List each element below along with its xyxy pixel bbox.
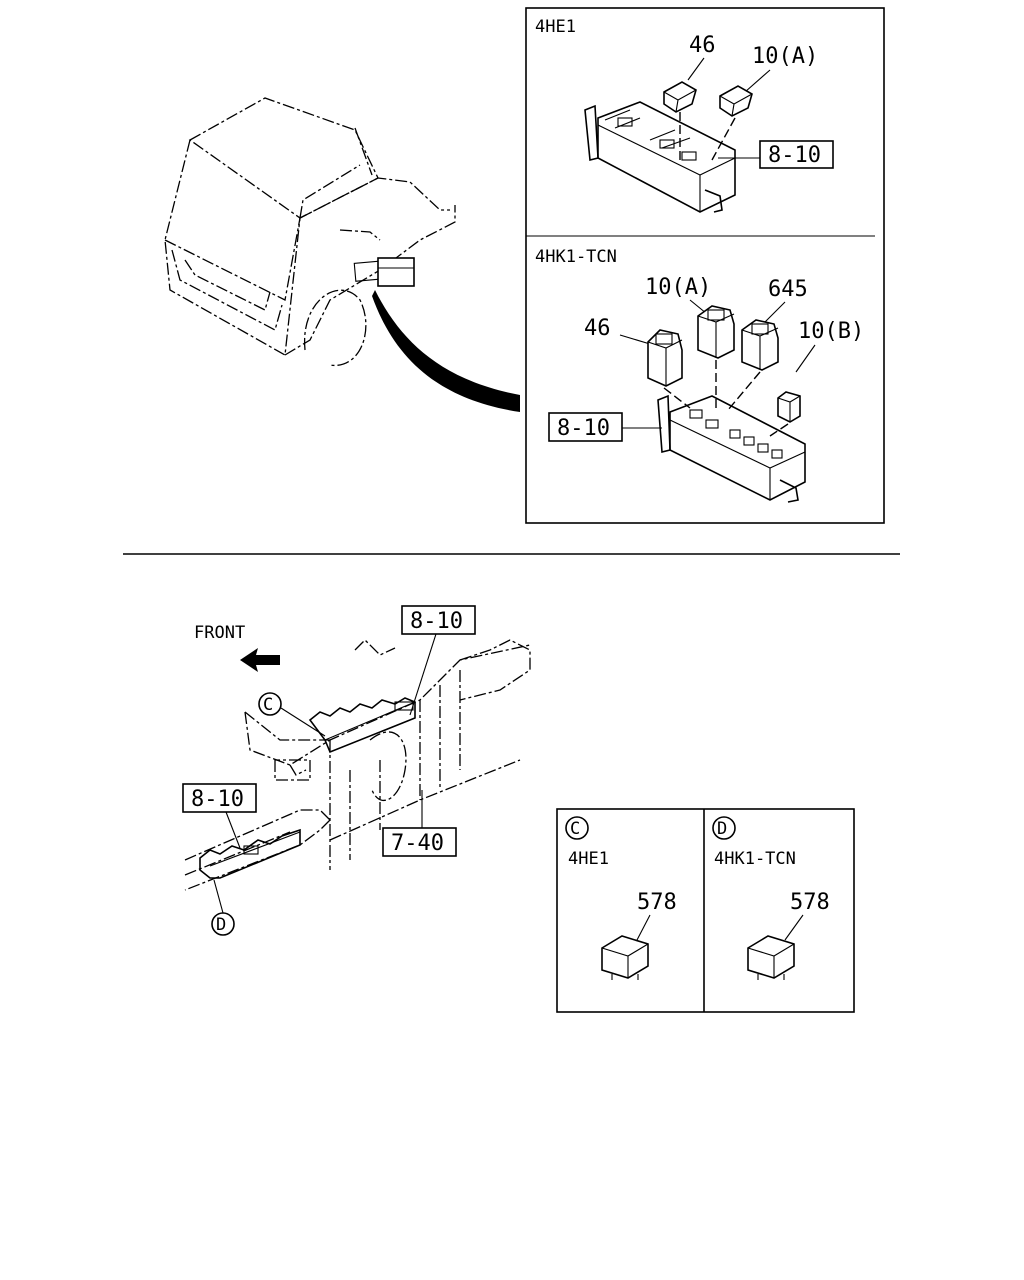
detail-marker-d-circle	[712, 816, 736, 840]
detail-marker-c: C	[570, 819, 580, 839]
part-label-645: 645	[768, 277, 808, 302]
ref-label-8-10-left: 8-10	[191, 787, 244, 812]
relay-bank-d	[199, 828, 301, 879]
relay-icon	[697, 305, 735, 359]
detail-left-part: 578	[637, 890, 677, 915]
part-label-46: 46	[689, 33, 716, 58]
detail-marker-c-circle	[565, 816, 589, 840]
detail-left: C 4HE1 578	[565, 816, 677, 980]
ref-label-8-10-top: 8-10	[410, 609, 463, 634]
section-4he1: 4HE1 46 10(A) 8-10	[535, 17, 834, 213]
ref-label-8-10: 8-10	[557, 416, 610, 441]
relay-icon	[777, 391, 801, 423]
detail-marker-d: D	[717, 819, 727, 839]
truck-cab-illustration	[164, 97, 520, 412]
ref-box-8-10	[548, 412, 623, 442]
detail-right: D 4HK1-TCN 578	[712, 816, 830, 980]
marker-c: C	[263, 695, 273, 715]
section-4hk1-title: 4HK1-TCN	[535, 247, 617, 267]
relay-icon	[747, 935, 795, 980]
ref-box-7-40	[382, 827, 457, 857]
section-4hk1-tcn: 4HK1-TCN 10(A) 645 46 10(B)	[535, 247, 864, 503]
part-label-10b: 10(B)	[798, 319, 864, 344]
ref-label-8-10: 8-10	[768, 143, 821, 168]
relay-box-4he1	[584, 101, 736, 213]
part-label-10a: 10(A)	[645, 275, 711, 300]
detail-right-title: 4HK1-TCN	[714, 849, 796, 869]
detail-box	[556, 808, 855, 1013]
section-4he1-title: 4HE1	[535, 17, 576, 37]
marker-d: D	[216, 915, 226, 935]
detail-left-title: 4HE1	[568, 849, 609, 869]
ref-box-8-10	[759, 140, 834, 169]
front-arrow-icon	[240, 648, 280, 672]
part-label-10a: 10(A)	[752, 44, 818, 69]
relay-icon	[741, 319, 779, 371]
relay-bank-c	[308, 697, 416, 754]
engine-variant-box	[525, 7, 885, 524]
chassis-illustration: FRONT 8-10 C	[182, 605, 531, 936]
part-label-46: 46	[584, 316, 611, 341]
marker-c-circle	[258, 692, 282, 716]
relay-icon	[647, 329, 683, 387]
relay-icon	[663, 81, 697, 113]
ref-box-8-10	[182, 783, 257, 813]
relay-icon	[601, 935, 649, 980]
detail-right-part: 578	[790, 890, 830, 915]
relay-box-4hk1	[657, 394, 806, 503]
front-label: FRONT	[194, 623, 245, 643]
relay-icon	[719, 85, 753, 117]
ref-box-8-10	[401, 605, 476, 635]
ref-label-7-40: 7-40	[391, 831, 444, 856]
